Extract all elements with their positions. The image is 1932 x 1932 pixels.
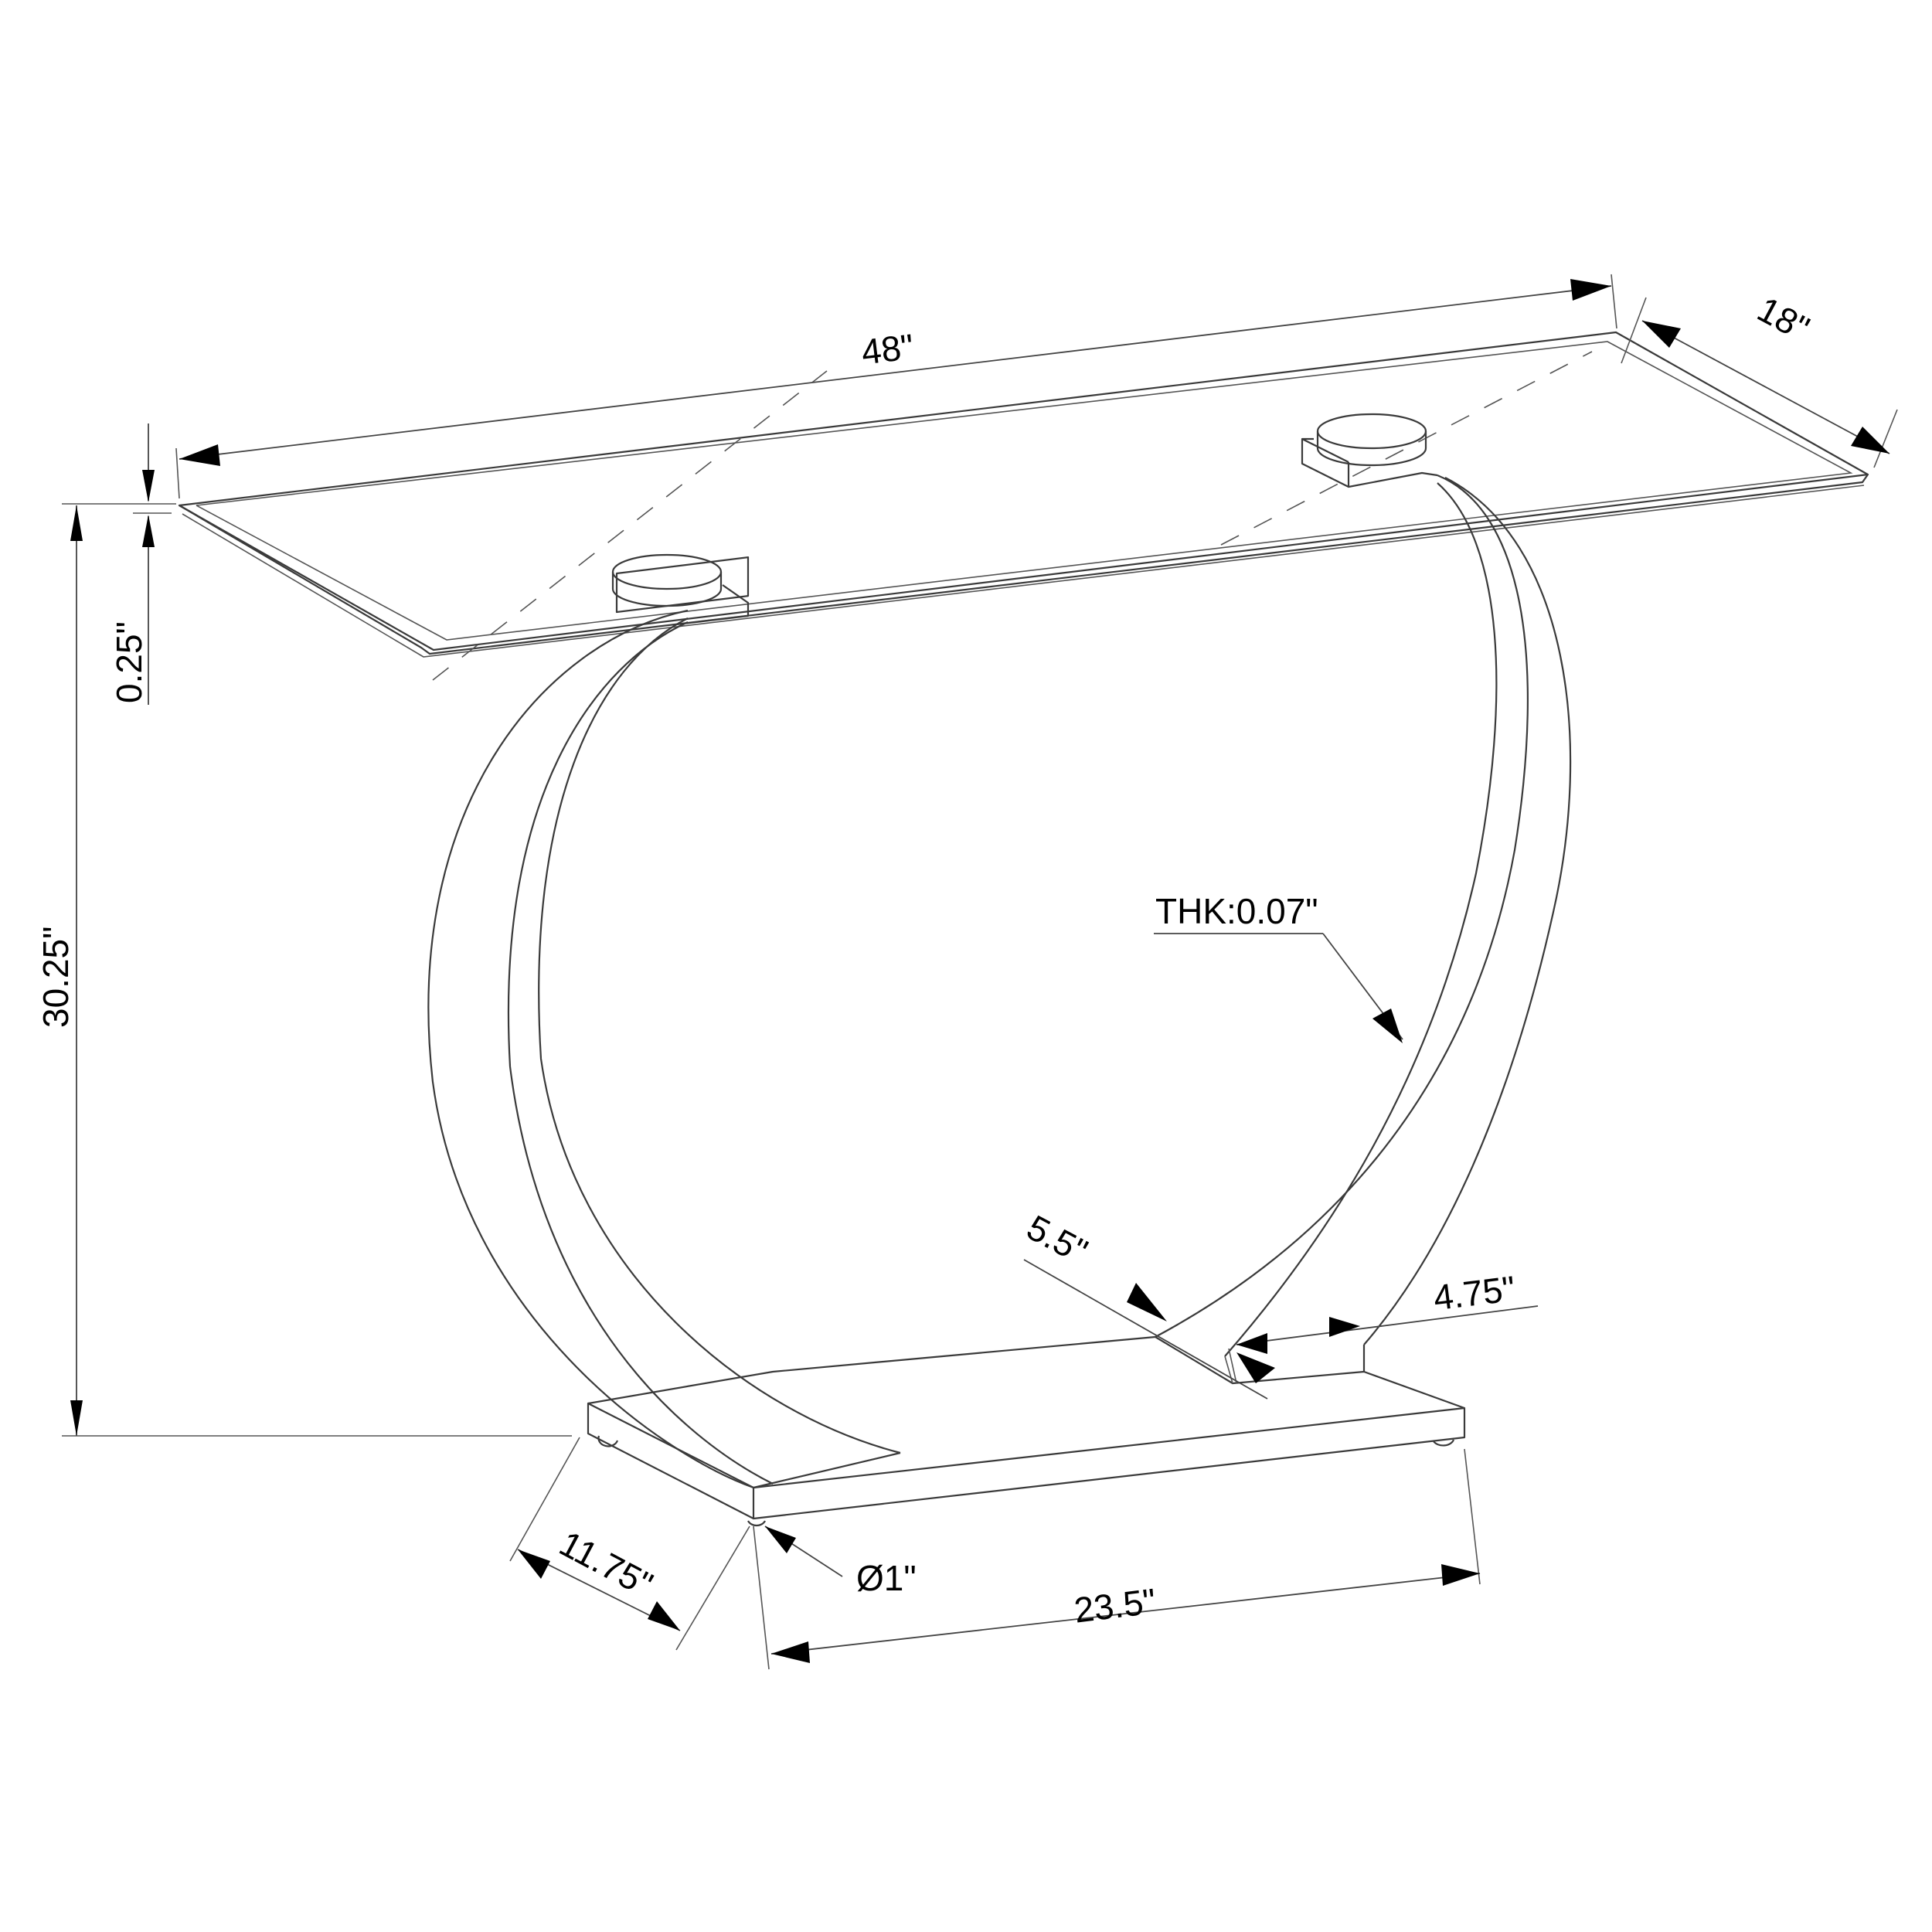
glass-top [178,331,1869,681]
dim-foot-diameter: Ø1" [764,1526,917,1598]
foot [597,1435,619,1447]
label-18: 18" [1751,289,1816,349]
label-0-25: 0.25" [109,621,149,703]
label-4-75: 4.75" [1431,1268,1517,1318]
label-5-5: 5.5" [1021,1207,1094,1272]
label-23-5: 23.5" [1072,1580,1158,1631]
dim-top-length: 48" [175,274,1617,499]
foot [1433,1439,1455,1447]
dim-overall-height: 30.25" [36,505,572,1437]
left-support-puck [611,553,750,626]
left-curved-leg [427,609,901,1489]
dim-top-thickness: 0.25" [62,423,176,705]
dim-leg-thickness: THK:0.07" [1154,891,1403,1043]
label-foot-dia: Ø1" [856,1558,917,1598]
label-11-75: 11.75" [553,1523,659,1605]
right-curved-leg [1155,474,1572,1385]
dim-leg-width-a: 5.5" [1021,1207,1275,1400]
foot [747,1520,766,1527]
label-30-25: 30.25" [36,927,76,1028]
dim-leg-width-b: 4.75" [1236,1268,1539,1354]
label-thk: THK:0.07" [1155,891,1318,931]
dim-base-length: 23.5" [753,1448,1481,1670]
right-support-puck [1301,413,1438,488]
label-48: 48" [859,326,916,372]
dim-top-depth: 18" [1621,289,1898,468]
base-plate [587,1335,1466,1527]
